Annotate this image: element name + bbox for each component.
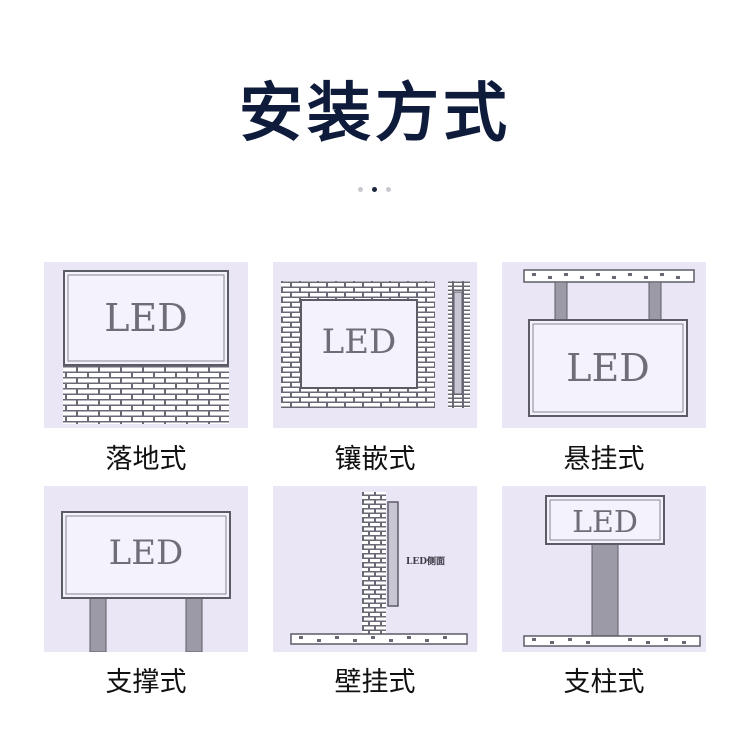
label-supported: 支撑式 (105, 667, 187, 698)
led-screen (545, 495, 665, 545)
pillar-pole (591, 541, 619, 637)
pager-dot[interactable] (386, 187, 391, 192)
led-screen (63, 270, 229, 366)
screen-side-view (387, 501, 399, 607)
hanging-pole-left (554, 281, 568, 321)
label-embedded: 镶嵌式 (334, 444, 416, 475)
card-wall-mounted: LED侧面 (273, 486, 477, 652)
led-text: LED (572, 505, 638, 540)
label-suspended: 悬挂式 (563, 444, 645, 475)
label-wall-mounted: 壁挂式 (334, 667, 416, 698)
led-screen (61, 511, 231, 599)
led-text: LED (566, 346, 649, 390)
pager-dots (358, 186, 398, 194)
embedded-illustration: LED (281, 281, 470, 408)
ground-line (523, 635, 701, 647)
card-floor-standing: LED (44, 262, 248, 428)
led-text: LED (109, 533, 184, 573)
led-screen (528, 319, 688, 417)
led-screen (300, 299, 418, 389)
ground-line (290, 633, 468, 645)
support-pole-right (185, 595, 203, 652)
page-title: 安装方式 (239, 77, 511, 151)
led-text: LED (104, 296, 187, 340)
pager-dot-active[interactable] (372, 187, 377, 192)
label-pillar: 支柱式 (563, 667, 645, 698)
floor-standing-illustration: LED (63, 270, 229, 424)
brick-wall (362, 492, 386, 634)
pager-dot[interactable] (358, 187, 363, 192)
led-text: LED (322, 322, 397, 362)
screen-side-view (453, 291, 463, 395)
hanging-pole-right (648, 281, 662, 321)
card-suspended: LED (502, 262, 706, 428)
support-pole-left (89, 595, 107, 652)
side-view-caption: LED侧面 (406, 555, 445, 567)
suspended-illustration: LED (523, 269, 695, 417)
wall-mounted-illustration: LED侧面 (290, 492, 468, 645)
card-embedded: LED (273, 262, 477, 428)
supported-illustration: LED (61, 511, 231, 652)
card-pillar: LED (502, 486, 706, 652)
pillar-illustration: LED (523, 495, 701, 647)
brick-base (63, 364, 229, 424)
label-floor-standing: 落地式 (105, 444, 187, 475)
card-supported: LED (44, 486, 248, 652)
